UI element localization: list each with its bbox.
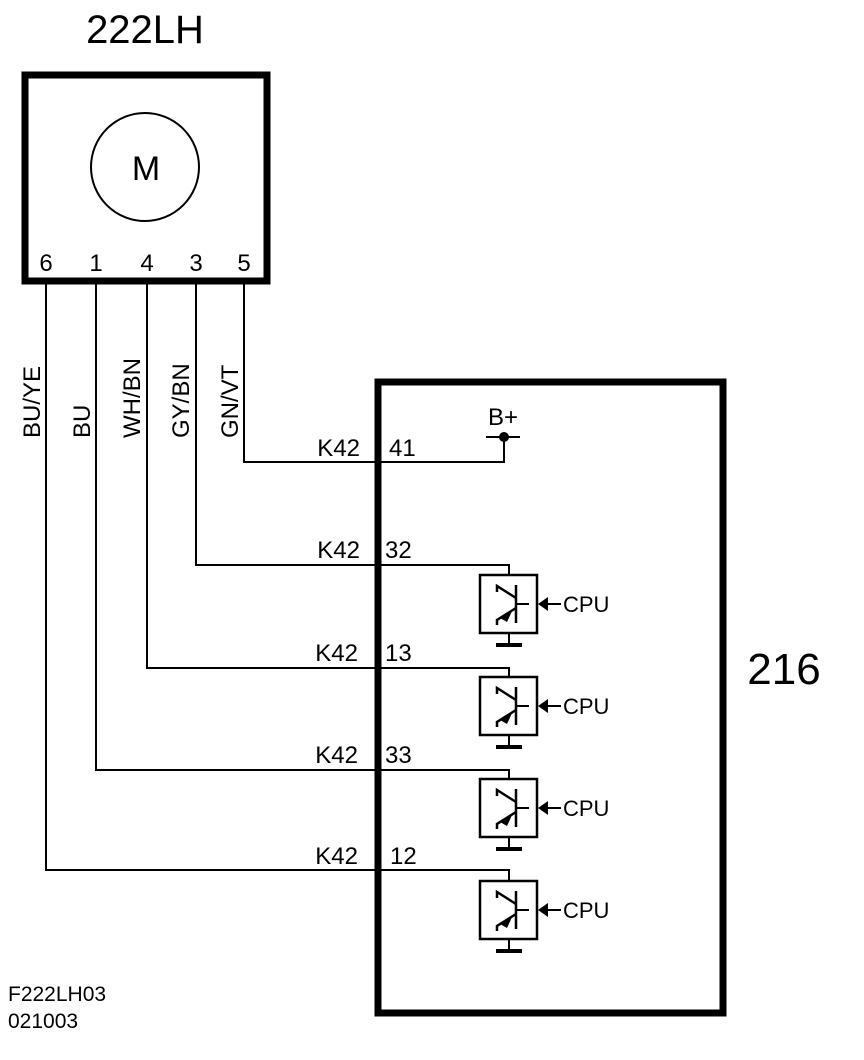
drawing-code: F222LH03 (8, 983, 107, 1006)
motor-pin-label: 3 (189, 250, 202, 277)
motor-component-box (21, 71, 271, 285)
cpu-arrow-icon (538, 903, 548, 917)
transistor-arrow-icon (500, 609, 513, 622)
transistor-collector (495, 889, 517, 906)
internal-wire-32 (378, 564, 510, 575)
electronic-switch: CPU (478, 777, 609, 851)
wire-pin-6 (45, 284, 378, 871)
cpu-label: CPU (563, 796, 609, 821)
electronic-switch: CPU (478, 879, 609, 953)
transistor-collector (495, 583, 517, 600)
wire-color-label: BU/YE (19, 366, 46, 438)
connector-pin-label: 12 (390, 843, 417, 870)
wire-color-label: BU (69, 405, 96, 438)
connector-label: K42 (317, 537, 360, 564)
wire-color-label: WH/BN (119, 358, 146, 438)
internal-wire-33 (378, 769, 510, 779)
wire-pin-4 (146, 284, 378, 669)
motor-symbol-label: M (132, 150, 160, 188)
internal-wire-13 (378, 667, 510, 677)
transistor-arrow-icon (500, 711, 513, 724)
internal-wire-41 (378, 437, 505, 463)
module-216-box (374, 378, 727, 1017)
motor-symbol-circle (90, 112, 200, 222)
electronic-switch: CPU (478, 675, 609, 749)
electronic-switch: CPU (478, 573, 609, 647)
wire-pin-5 (243, 284, 378, 463)
supply-node-icon (499, 432, 509, 442)
transistor-collector (495, 787, 517, 804)
internal-wire-12 (378, 869, 510, 881)
connector-pin-label: 41 (389, 435, 416, 462)
motor-pin-label: 1 (89, 250, 102, 277)
wire-pin-3 (195, 284, 378, 566)
cpu-arrow-icon (538, 699, 548, 713)
cpu-arrow-icon (538, 597, 548, 611)
connector-label: K42 (315, 742, 358, 769)
wire-pin-1 (95, 284, 378, 771)
module-id: 216 (747, 645, 820, 694)
drawing-date: 021003 (8, 1010, 79, 1033)
wire-color-label: GN/VT (217, 364, 244, 438)
connector-pin-label: 13 (385, 640, 412, 667)
connector-label: K42 (317, 435, 360, 462)
cpu-arrow-icon (538, 801, 548, 815)
connector-pin-label: 33 (385, 742, 412, 769)
cpu-label: CPU (563, 592, 609, 617)
motor-pin-label: 5 (237, 250, 250, 277)
connector-label: K42 (315, 640, 358, 667)
switch-group: CPU CPU CPU CPU (478, 573, 609, 953)
motor-pin-label: 4 (140, 250, 153, 277)
transistor-arrow-icon (500, 915, 513, 928)
wire-color-label: GY/BN (168, 363, 195, 438)
transistor-collector (495, 685, 517, 702)
motor-pin-label: 6 (39, 250, 52, 277)
connector-label: K42 (315, 843, 358, 870)
transistor-arrow-icon (500, 813, 513, 826)
cpu-label: CPU (563, 694, 609, 719)
supply-label: B+ (488, 404, 518, 431)
motor-component-id: 222LH (86, 8, 204, 52)
cpu-label: CPU (563, 898, 609, 923)
connector-pin-label: 32 (385, 537, 412, 564)
